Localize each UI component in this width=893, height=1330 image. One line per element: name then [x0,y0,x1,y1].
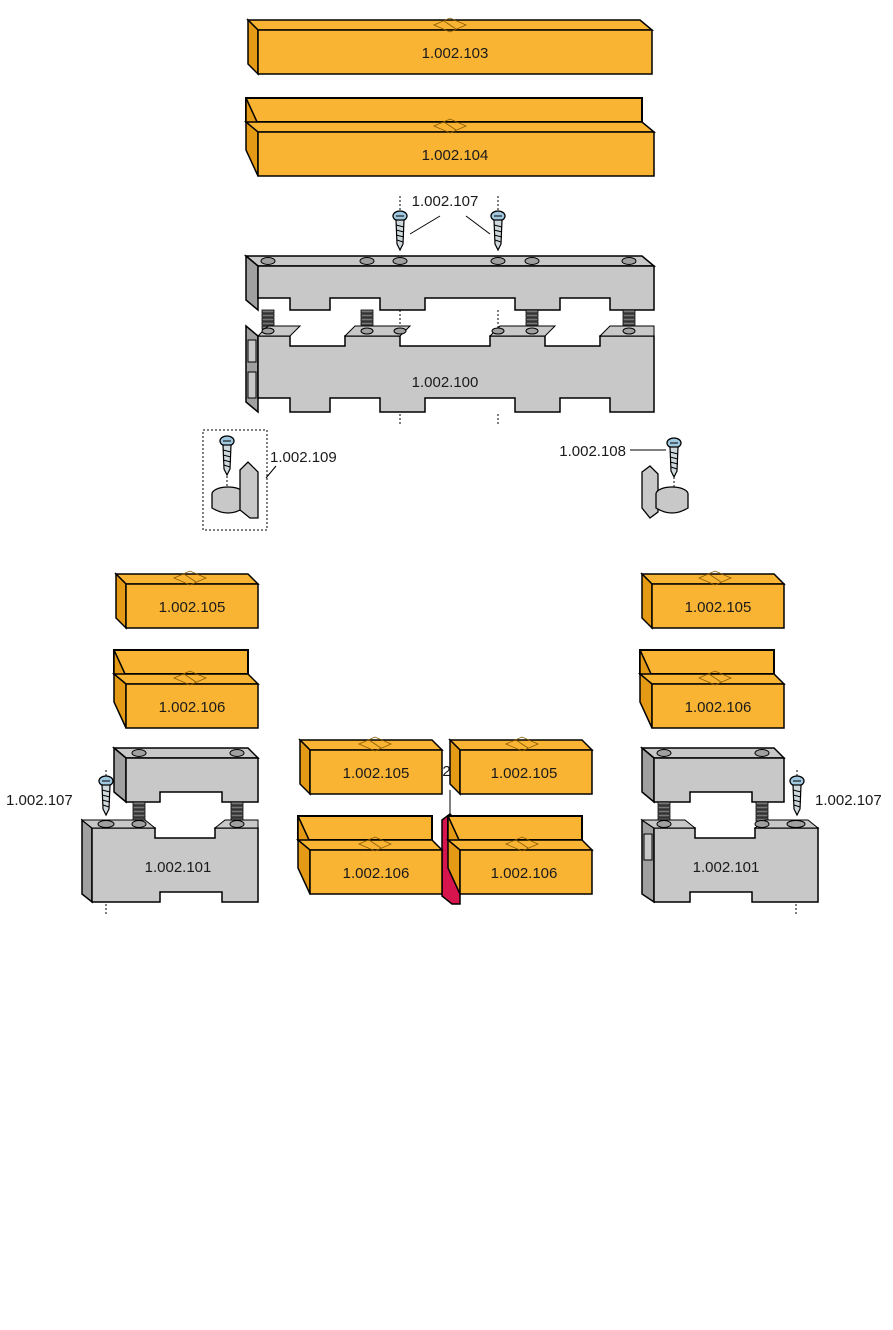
bar-right-106: 1.002.106 [637,649,786,729]
label-101-right: 1.002.101 [693,859,760,876]
screw-icon [219,435,235,476]
bar-1-002-103: 1.002.103 [246,17,655,76]
clamp-top-upper [243,254,657,312]
label-105-right: 1.002.105 [685,599,752,616]
screw-icon [98,775,114,816]
label-104: 1.002.104 [422,147,489,164]
label-103: 1.002.103 [422,45,489,62]
screw-icon [392,210,408,251]
callout-109: 1.002.109 [270,449,337,466]
bar-bottom-105-right: 1.002.105 [448,736,594,796]
bar-left-105: 1.002.105 [114,570,260,630]
bar-1-002-104: 1.002.104 [243,97,657,177]
label-105-bottom-right: 1.002.105 [491,765,558,782]
clamp-left-1-002-101: 1.002.101 [80,818,259,914]
label-106-left: 1.002.106 [159,699,226,716]
callout-107-top: 1.002.107 [412,193,479,210]
label-100: 1.002.100 [412,374,479,391]
screw-107-left: 1.002.107 [6,770,114,816]
clamp-1-002-100: 1.002.100 [245,324,655,424]
callout-107-left: 1.002.107 [6,792,73,809]
bracket-1-002-108: 1.002.108 [559,437,689,519]
bar-left-106: 1.002.106 [111,649,260,729]
label-105-left: 1.002.105 [159,599,226,616]
screw-107-right: 1.002.107 [789,770,882,816]
label-101-left: 1.002.101 [145,859,212,876]
springs-top [261,309,636,330]
bar-bottom-106-left: 1.002.106 [295,815,444,895]
bar-bottom-105-left: 1.002.105 [298,736,444,796]
clamp-right-1-002-101: 1.002.101 [640,818,820,914]
screw-107-top: 1.002.107 [392,193,506,251]
screw-icon [666,437,682,478]
bracket-1-002-109: 1.002.109 [202,429,337,531]
clamp-right-upper [639,746,786,822]
screw-icon [490,210,506,251]
label-106-bottom-left: 1.002.106 [343,865,410,882]
label-105-bottom-left: 1.002.105 [343,765,410,782]
label-106-bottom-right: 1.002.106 [491,865,558,882]
bar-right-105: 1.002.105 [640,570,786,630]
label-106-right: 1.002.106 [685,699,752,716]
clamp-left-upper [111,746,260,822]
bar-bottom-106-right: 1.002.106 [445,815,594,895]
callout-107-right: 1.002.107 [815,792,882,809]
screw-icon [789,775,805,816]
callout-108: 1.002.108 [559,443,626,460]
